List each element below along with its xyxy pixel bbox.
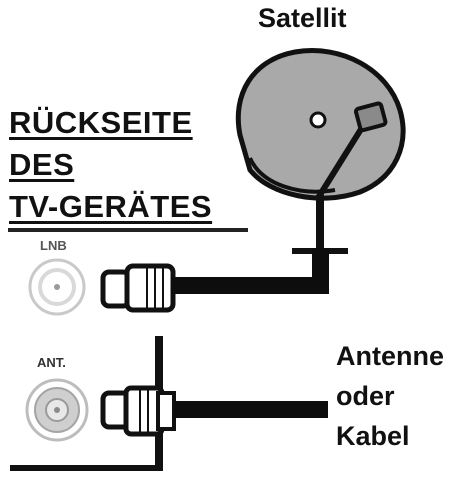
antenna-label-line-2: oder [336,381,395,411]
antenna-label-line-1: Antenne [336,341,444,371]
antenna-cable [174,401,328,418]
f-connector-plug-icon [100,263,176,313]
title-line-1: RÜCKSEITE [9,105,193,140]
title-line-3: TV-GERÄTES [9,189,213,224]
coax-plug-icon [100,385,176,437]
antenna-label-line-3: Kabel [336,421,410,451]
lnb-port-label: LNB [40,238,67,253]
satellite-label: Satellit [258,3,347,33]
title-line-2: DES [9,147,75,182]
satellite-dish-icon [235,48,406,254]
ant-socket-icon [25,378,89,442]
ant-port-label: ANT. [37,355,66,370]
lnb-socket-icon [28,258,86,316]
satellite-cable [171,248,329,294]
